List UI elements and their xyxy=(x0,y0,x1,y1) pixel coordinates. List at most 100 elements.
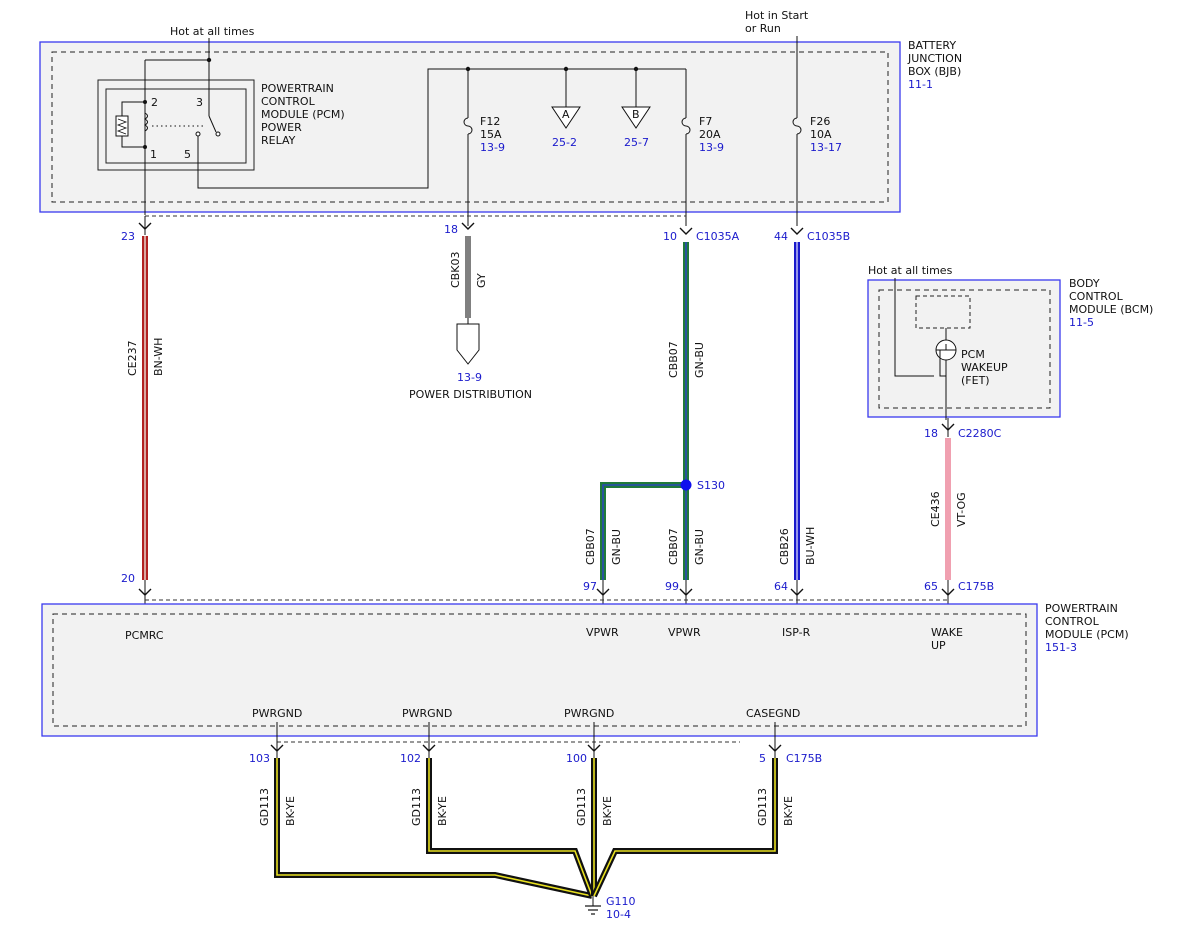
hot-in-start-label-line2: or Run xyxy=(745,22,781,35)
cbb07-connector-top: C1035A xyxy=(696,230,740,243)
pcm-signal-wake-line1: WAKE xyxy=(931,626,963,639)
relay-coil-icon xyxy=(144,112,148,132)
hot-at-all-times-label: Hot at all times xyxy=(170,25,255,38)
relay-name-line3: MODULE (PCM) xyxy=(261,108,345,121)
fuse-icon xyxy=(681,117,691,135)
cbb26-circuit: CBB26 xyxy=(778,528,791,565)
bcm-inner-border xyxy=(878,289,1051,409)
wire-ce237[interactable]: 23 20 CE237 BN-WH xyxy=(121,216,165,614)
ground-wires-gd113[interactable]: 103 102 100 5 C175B GD113 BK-YE GD113 BK… xyxy=(249,722,822,899)
gd113-stripe-4 xyxy=(593,758,776,897)
bcm-supply-wire xyxy=(894,278,934,377)
ce237-circuit: CE237 xyxy=(126,340,139,376)
pcm-ground-2: PWRGND xyxy=(402,707,452,720)
f26-ref[interactable]: 13-17 xyxy=(810,141,842,154)
connector-pin-icon xyxy=(270,744,284,752)
ce436-color: VT-OG xyxy=(955,492,968,527)
cbb26-pin-bottom: 64 xyxy=(774,580,788,593)
gd113-circuit-2: GD113 xyxy=(410,788,423,826)
relay-pin-5: 5 xyxy=(184,148,191,161)
connector-pin-icon xyxy=(138,222,152,230)
fuse-icon xyxy=(792,117,802,135)
offpage-triangle-icon xyxy=(551,106,581,129)
fuse-f12: F12 15A 13-9 xyxy=(463,69,505,226)
pcm-name-line1: POWERTRAIN xyxy=(1045,602,1118,615)
f7-name: F7 xyxy=(699,115,712,128)
pcm-outer-border xyxy=(41,603,1038,737)
cbb07-right-pin: 99 xyxy=(665,580,679,593)
cbb26-pin-top: 44 xyxy=(774,230,788,243)
offpage-a-ref[interactable]: 25-2 xyxy=(552,136,577,149)
gd113-circuit-1: GD113 xyxy=(258,788,271,826)
pcm-ground-1: PWRGND xyxy=(252,707,302,720)
gd113-pin-1: 103 xyxy=(249,752,270,765)
wire-ce436[interactable]: 18 C2280C CE436 VT-OG 65 C175B xyxy=(924,418,1002,614)
ce436-connector-bottom: C175B xyxy=(958,580,994,593)
bcm-pin: 18 xyxy=(924,427,938,440)
wire-cbk03[interactable]: 18 CBK03 GY 13-9 POWER DISTRIBUTION xyxy=(409,222,532,401)
relay-pin-3: 3 xyxy=(196,96,203,109)
relay-switch-blade xyxy=(208,115,217,133)
connector-pin-icon xyxy=(768,744,782,752)
power-distribution-arrow-icon xyxy=(456,323,480,365)
f12-ref[interactable]: 13-9 xyxy=(480,141,505,154)
gd113-color-2: BK-YE xyxy=(436,796,449,826)
hot-in-start-label-line1: Hot in Start xyxy=(745,9,809,22)
pcm-inner-border xyxy=(52,613,1027,727)
ground-ref[interactable]: 10-4 xyxy=(606,908,631,921)
f7-ref[interactable]: 13-9 xyxy=(699,141,724,154)
cbb07-right-color: GN-BU xyxy=(693,529,706,565)
relay-pin-1: 1 xyxy=(150,148,157,161)
cbb07-left-circuit: CBB07 xyxy=(584,528,597,565)
offpage-b-letter: B xyxy=(632,108,640,121)
fet-source xyxy=(939,350,946,377)
battery-junction-box: BATTERY JUNCTION BOX (BJB) 11-1 xyxy=(39,39,962,213)
connector-pin-icon xyxy=(679,227,693,235)
relay-coil-resistor-icon xyxy=(115,115,129,137)
cbb26-connector-top: C1035B xyxy=(807,230,850,243)
pcm-signal-pcmrc: PCMRC xyxy=(125,629,164,642)
gd113-color-1: BK-YE xyxy=(284,796,297,826)
bjb-ref[interactable]: 11-1 xyxy=(908,78,933,91)
cbb07-right-circuit: CBB07 xyxy=(667,528,680,565)
offpage-triangle-icon xyxy=(621,106,651,129)
cbb26-color: BU-WH xyxy=(804,527,817,565)
power-distribution-ref[interactable]: 13-9 xyxy=(457,371,482,384)
gd113-pin-3: 100 xyxy=(566,752,587,765)
pcm-name-line2: CONTROL xyxy=(1045,615,1100,628)
fuse-f26: F26 10A 13-17 xyxy=(792,115,842,226)
gd113-color-3: BK-YE xyxy=(601,796,614,826)
wire-cbb07[interactable]: S130 10 C1035A CBB07 GN-BU CBB07 GN-BU C… xyxy=(583,227,740,614)
bcm-fet-line3: (FET) xyxy=(961,374,990,387)
bcm-ref[interactable]: 11-5 xyxy=(1069,316,1094,329)
bjb-name-line1: BATTERY xyxy=(908,39,956,52)
bjb-name-line2: JUNCTION xyxy=(907,52,962,65)
pcm-name-line3: MODULE (PCM) xyxy=(1045,628,1129,641)
offpage-b-ref[interactable]: 25-7 xyxy=(624,136,649,149)
splice-s130-label: S130 xyxy=(697,479,725,492)
bcm-name-line1: BODY xyxy=(1069,277,1100,290)
pcm-ref[interactable]: 151-3 xyxy=(1045,641,1077,654)
relay-inner-box xyxy=(105,88,247,164)
connector-pin-icon xyxy=(941,588,955,596)
power-distribution-label: POWER DISTRIBUTION xyxy=(409,388,532,401)
gd113-stripe-1 xyxy=(276,758,593,897)
powertrain-control-module: POWERTRAIN CONTROL MODULE (PCM) 151-3 PC… xyxy=(41,602,1129,737)
relay-pin-2: 2 xyxy=(151,96,158,109)
connector-pin-icon xyxy=(679,588,693,596)
fuse-f7: F7 20A 13-9 xyxy=(681,69,724,226)
bcm-fet-line2: WAKEUP xyxy=(961,361,1008,374)
bcm-name-line2: CONTROL xyxy=(1069,290,1124,303)
f26-name: F26 xyxy=(810,115,830,128)
cbb07-main-color: GN-BU xyxy=(693,342,706,378)
pcm-signal-vpwr-1: VPWR xyxy=(586,626,619,639)
gd113-pin-2: 102 xyxy=(400,752,421,765)
offpage-connector-b: B 25-7 xyxy=(621,69,651,149)
relay-contact-icon xyxy=(215,131,221,137)
relay-name-line1: POWERTRAIN xyxy=(261,82,334,95)
connector-pin-icon xyxy=(422,744,436,752)
pcm-signal-vpwr-2: VPWR xyxy=(668,626,701,639)
connector-pin-icon xyxy=(461,222,475,230)
wire-cbb26[interactable]: 44 C1035B CBB26 BU-WH 64 xyxy=(774,227,850,614)
